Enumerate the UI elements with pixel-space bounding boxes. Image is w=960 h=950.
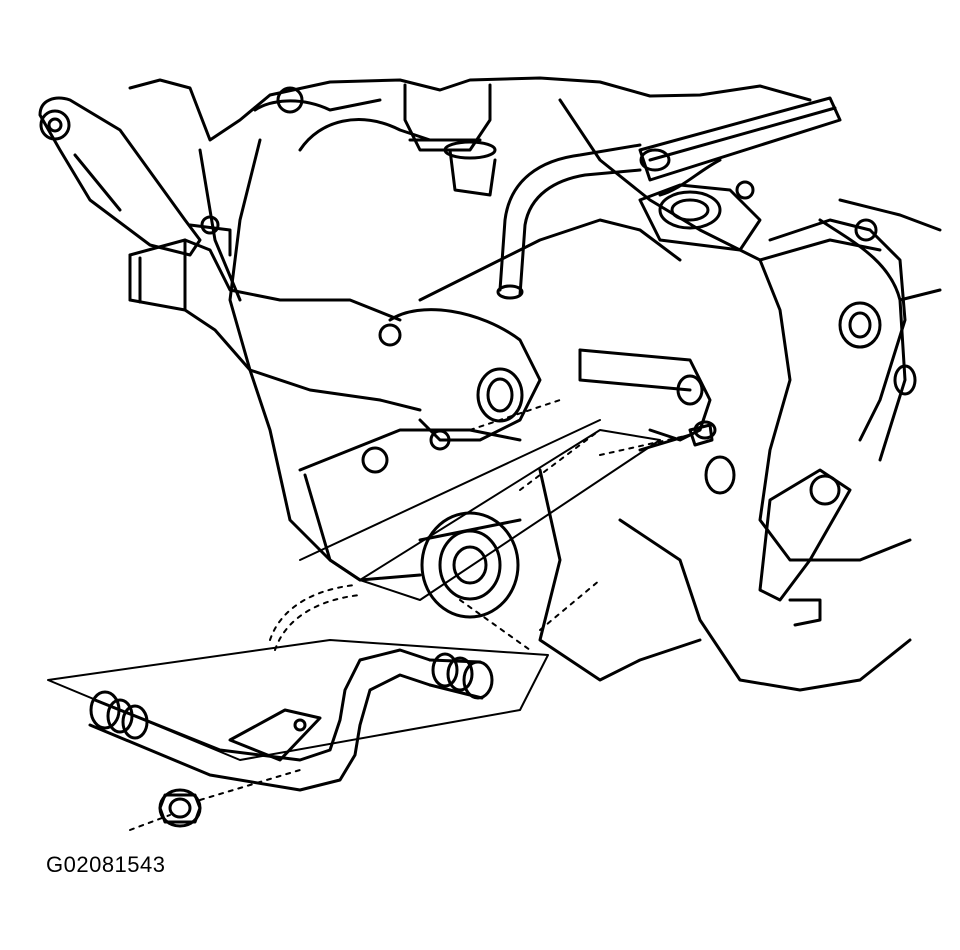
thermostat-housing <box>638 180 762 252</box>
figure-id-label: G02081543 <box>46 852 166 877</box>
upper-hose <box>496 143 642 300</box>
mounting-bracket-right <box>578 348 717 442</box>
flywheel-teeth <box>269 584 361 651</box>
crankshaft-pulley <box>418 511 522 619</box>
pipe-mounting-tab <box>228 708 322 762</box>
engine-block <box>128 76 942 692</box>
bolt-upper <box>638 423 714 452</box>
gasket-outline <box>47 419 661 761</box>
fuel-rail <box>638 96 842 197</box>
mounting-bracket-upper-left <box>38 96 202 257</box>
lower-right-fitting <box>704 455 852 627</box>
sensor-connector <box>276 83 497 197</box>
water-outlet-pipe <box>128 215 422 412</box>
mounting-nut <box>158 788 202 828</box>
coolant-bypass-pipe <box>88 648 494 792</box>
assembly-guide-lines <box>129 399 691 831</box>
water-pump <box>361 308 542 474</box>
valve-cover-right <box>768 218 917 442</box>
